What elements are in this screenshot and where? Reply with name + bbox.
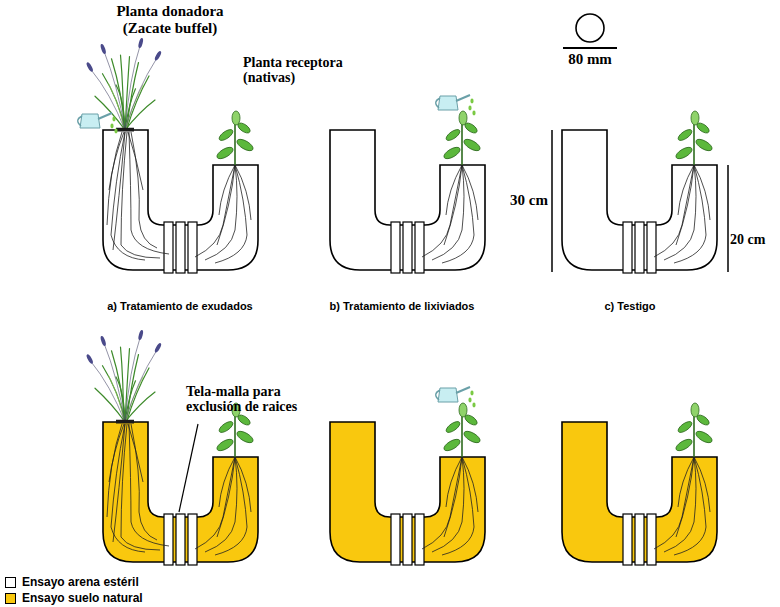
watering-can xyxy=(436,387,476,407)
treatment-label: c) Testigo xyxy=(560,300,700,312)
dimension-line xyxy=(551,130,553,272)
legend-text: Ensayo arena estéril xyxy=(22,575,139,589)
legend-text: Ensayo suelo natural xyxy=(22,591,143,605)
treatment-label: b) Tratamiento de lixiviados xyxy=(312,300,492,312)
donor-roots xyxy=(107,132,169,260)
receptor-plant xyxy=(422,403,482,555)
receptor-plant xyxy=(654,111,714,263)
legend-swatch xyxy=(5,577,16,588)
receptor-plant xyxy=(422,111,482,263)
plant-label: Planta receptora (nativas) xyxy=(243,55,343,86)
legend-item: Ensayo suelo natural xyxy=(5,590,143,606)
plant-label: Planta donadora (Zacate buffel) xyxy=(100,3,240,36)
legend-item: Ensayo arena estéril xyxy=(5,574,139,590)
dimension-label: 80 mm xyxy=(555,51,625,68)
leader-line xyxy=(179,424,198,512)
donor-grass xyxy=(86,329,163,423)
treatment-label: a) Tratamiento de exudados xyxy=(90,300,270,312)
dimension-label: 30 cm xyxy=(500,192,548,209)
watering-can xyxy=(436,95,476,115)
mesh-label: Tela-malla para exclusión de raices xyxy=(186,384,336,415)
donor-roots xyxy=(107,424,169,552)
watering-can xyxy=(78,113,118,133)
diameter-symbol xyxy=(576,14,604,42)
dimension-line xyxy=(727,165,729,272)
receptor-plant xyxy=(195,111,255,263)
dimension-line xyxy=(563,47,617,49)
legend-swatch xyxy=(5,593,16,604)
receptor-plant xyxy=(654,403,714,555)
receptor-plant xyxy=(195,403,255,555)
dimension-label: 20 cm xyxy=(730,232,776,247)
